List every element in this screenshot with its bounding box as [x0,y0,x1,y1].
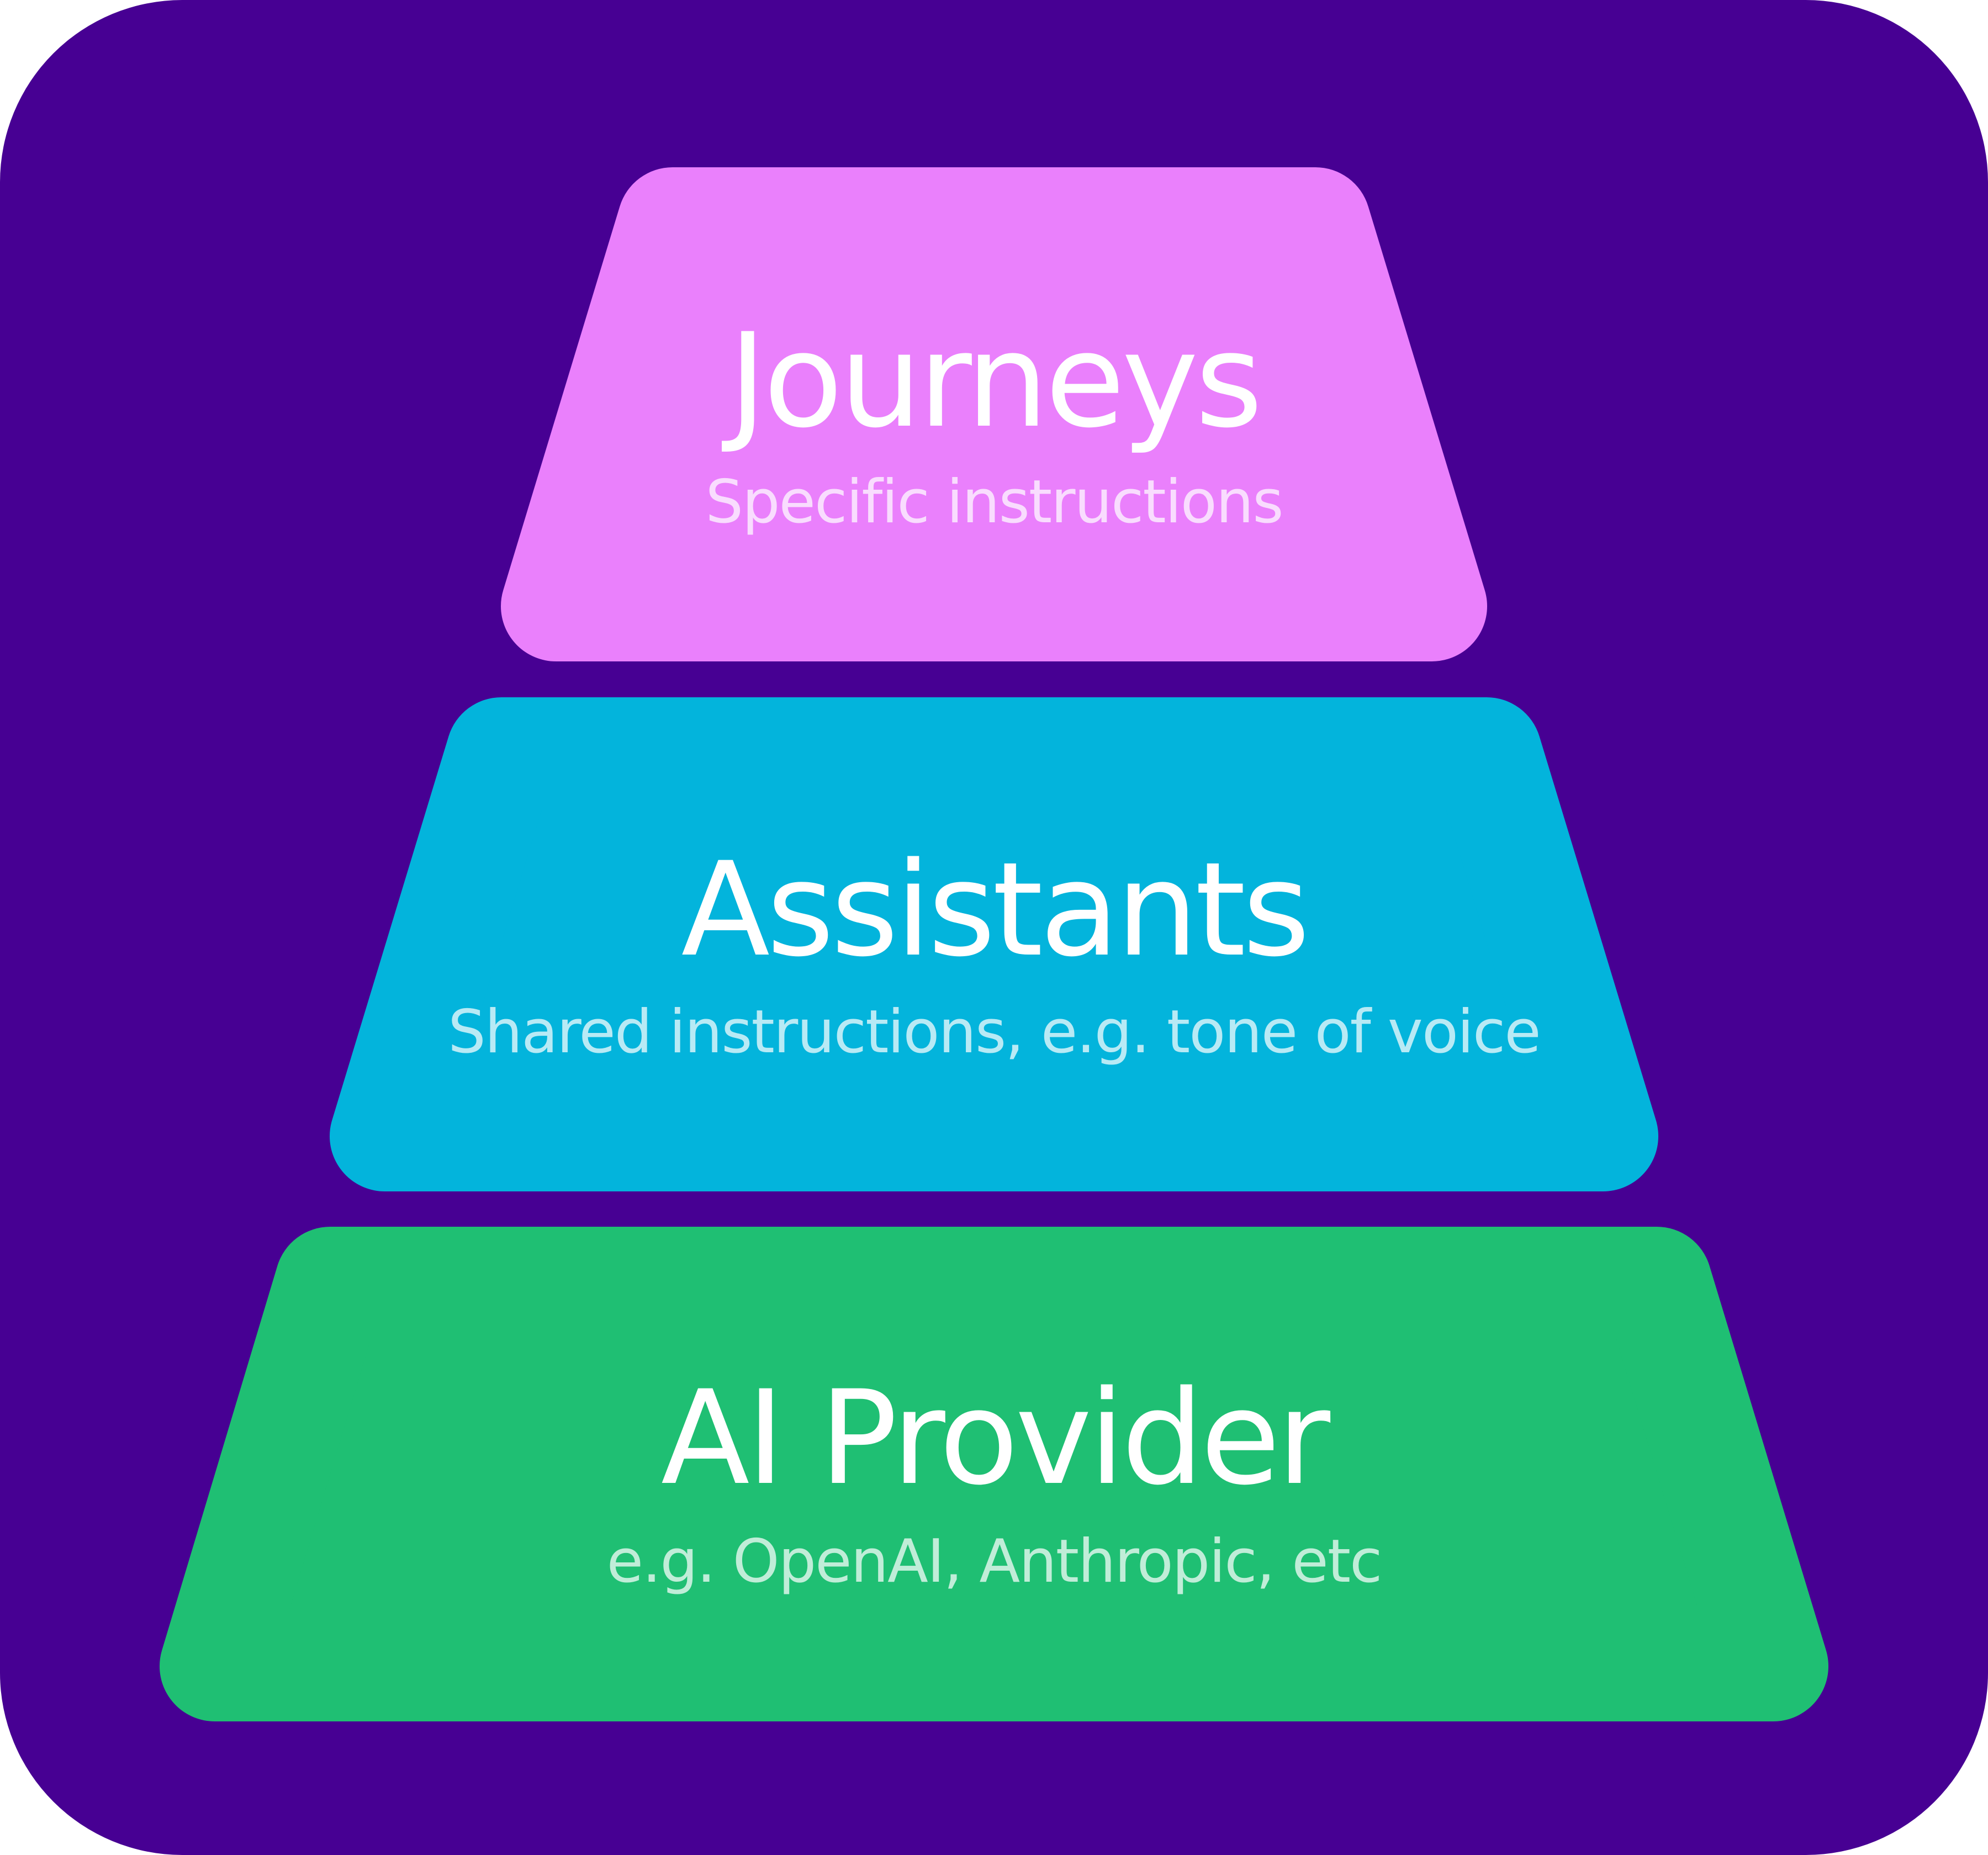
assistants-trapezoid [330,697,1658,1191]
assistants-title: Assistants [681,835,1307,985]
layer-assistants: Assistants Shared instructions, e.g. ton… [330,697,1658,1191]
journeys-title: Journeys [721,306,1260,457]
provider-trapezoid [160,1227,1828,1721]
provider-subtitle: e.g. OpenAI, Anthropic, etc [607,1527,1382,1596]
provider-title: AI Provider [661,1363,1331,1514]
layer-ai-provider: AI Provider e.g. OpenAI, Anthropic, etc [160,1227,1828,1721]
journeys-subtitle: Specific instructions [705,468,1282,537]
layer-journeys: Journeys Specific instructions [501,167,1487,661]
journeys-trapezoid [501,167,1487,661]
assistants-subtitle: Shared instructions, e.g. tone of voice [448,998,1540,1067]
